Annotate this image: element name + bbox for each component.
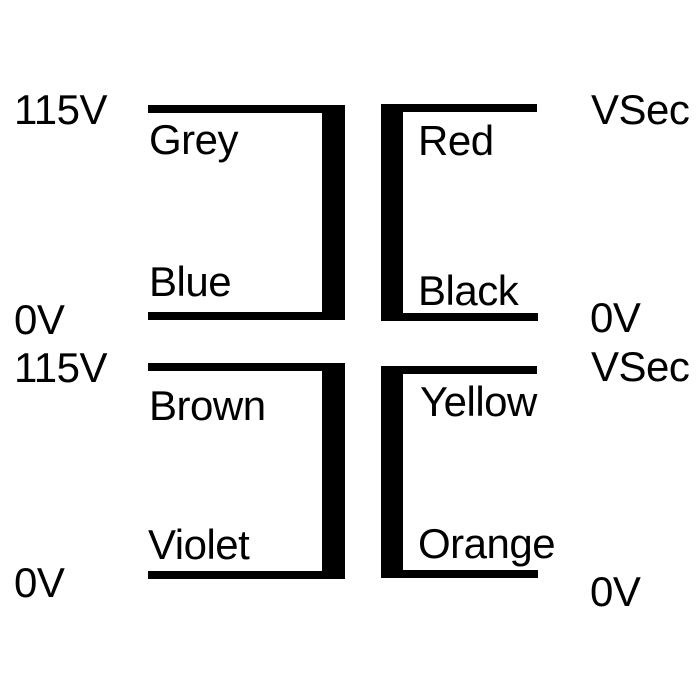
- wire-top-line: [381, 366, 537, 374]
- wire-color-label: Black: [418, 267, 519, 314]
- wire-color-label: Violet: [148, 521, 250, 568]
- winding-bar: [322, 363, 345, 579]
- wire-bottom-line: [148, 571, 345, 579]
- wire-bottom-line: [148, 312, 345, 320]
- wire-top-line: [148, 105, 345, 113]
- terminal-voltage-label: VSec: [591, 343, 690, 390]
- terminal-voltage-label: 0V: [590, 568, 641, 615]
- terminal-voltage-label: 0V: [590, 294, 641, 341]
- terminal-voltage-label: VSec: [591, 86, 690, 133]
- wire-color-label: Yellow: [420, 378, 537, 425]
- terminal-voltage-label: 115V: [14, 86, 107, 133]
- wire-bottom-line: [381, 570, 538, 578]
- wire-top-line: [381, 104, 537, 112]
- terminal-voltage-label: 115V: [14, 344, 107, 391]
- wire-top-line: [148, 363, 345, 371]
- wire-bottom-line: [381, 313, 538, 321]
- terminal-voltage-label: 0V: [14, 296, 65, 343]
- wire-color-label: Orange: [418, 520, 556, 567]
- wire-color-label: Grey: [149, 116, 239, 163]
- terminal-voltage-label: 0V: [14, 559, 65, 606]
- wire-color-label: Red: [418, 117, 494, 164]
- winding-bar: [381, 104, 403, 321]
- wire-color-label: Brown: [149, 382, 266, 429]
- winding-bar: [381, 366, 403, 578]
- winding-bar: [322, 105, 345, 320]
- wire-color-label: Blue: [149, 258, 232, 305]
